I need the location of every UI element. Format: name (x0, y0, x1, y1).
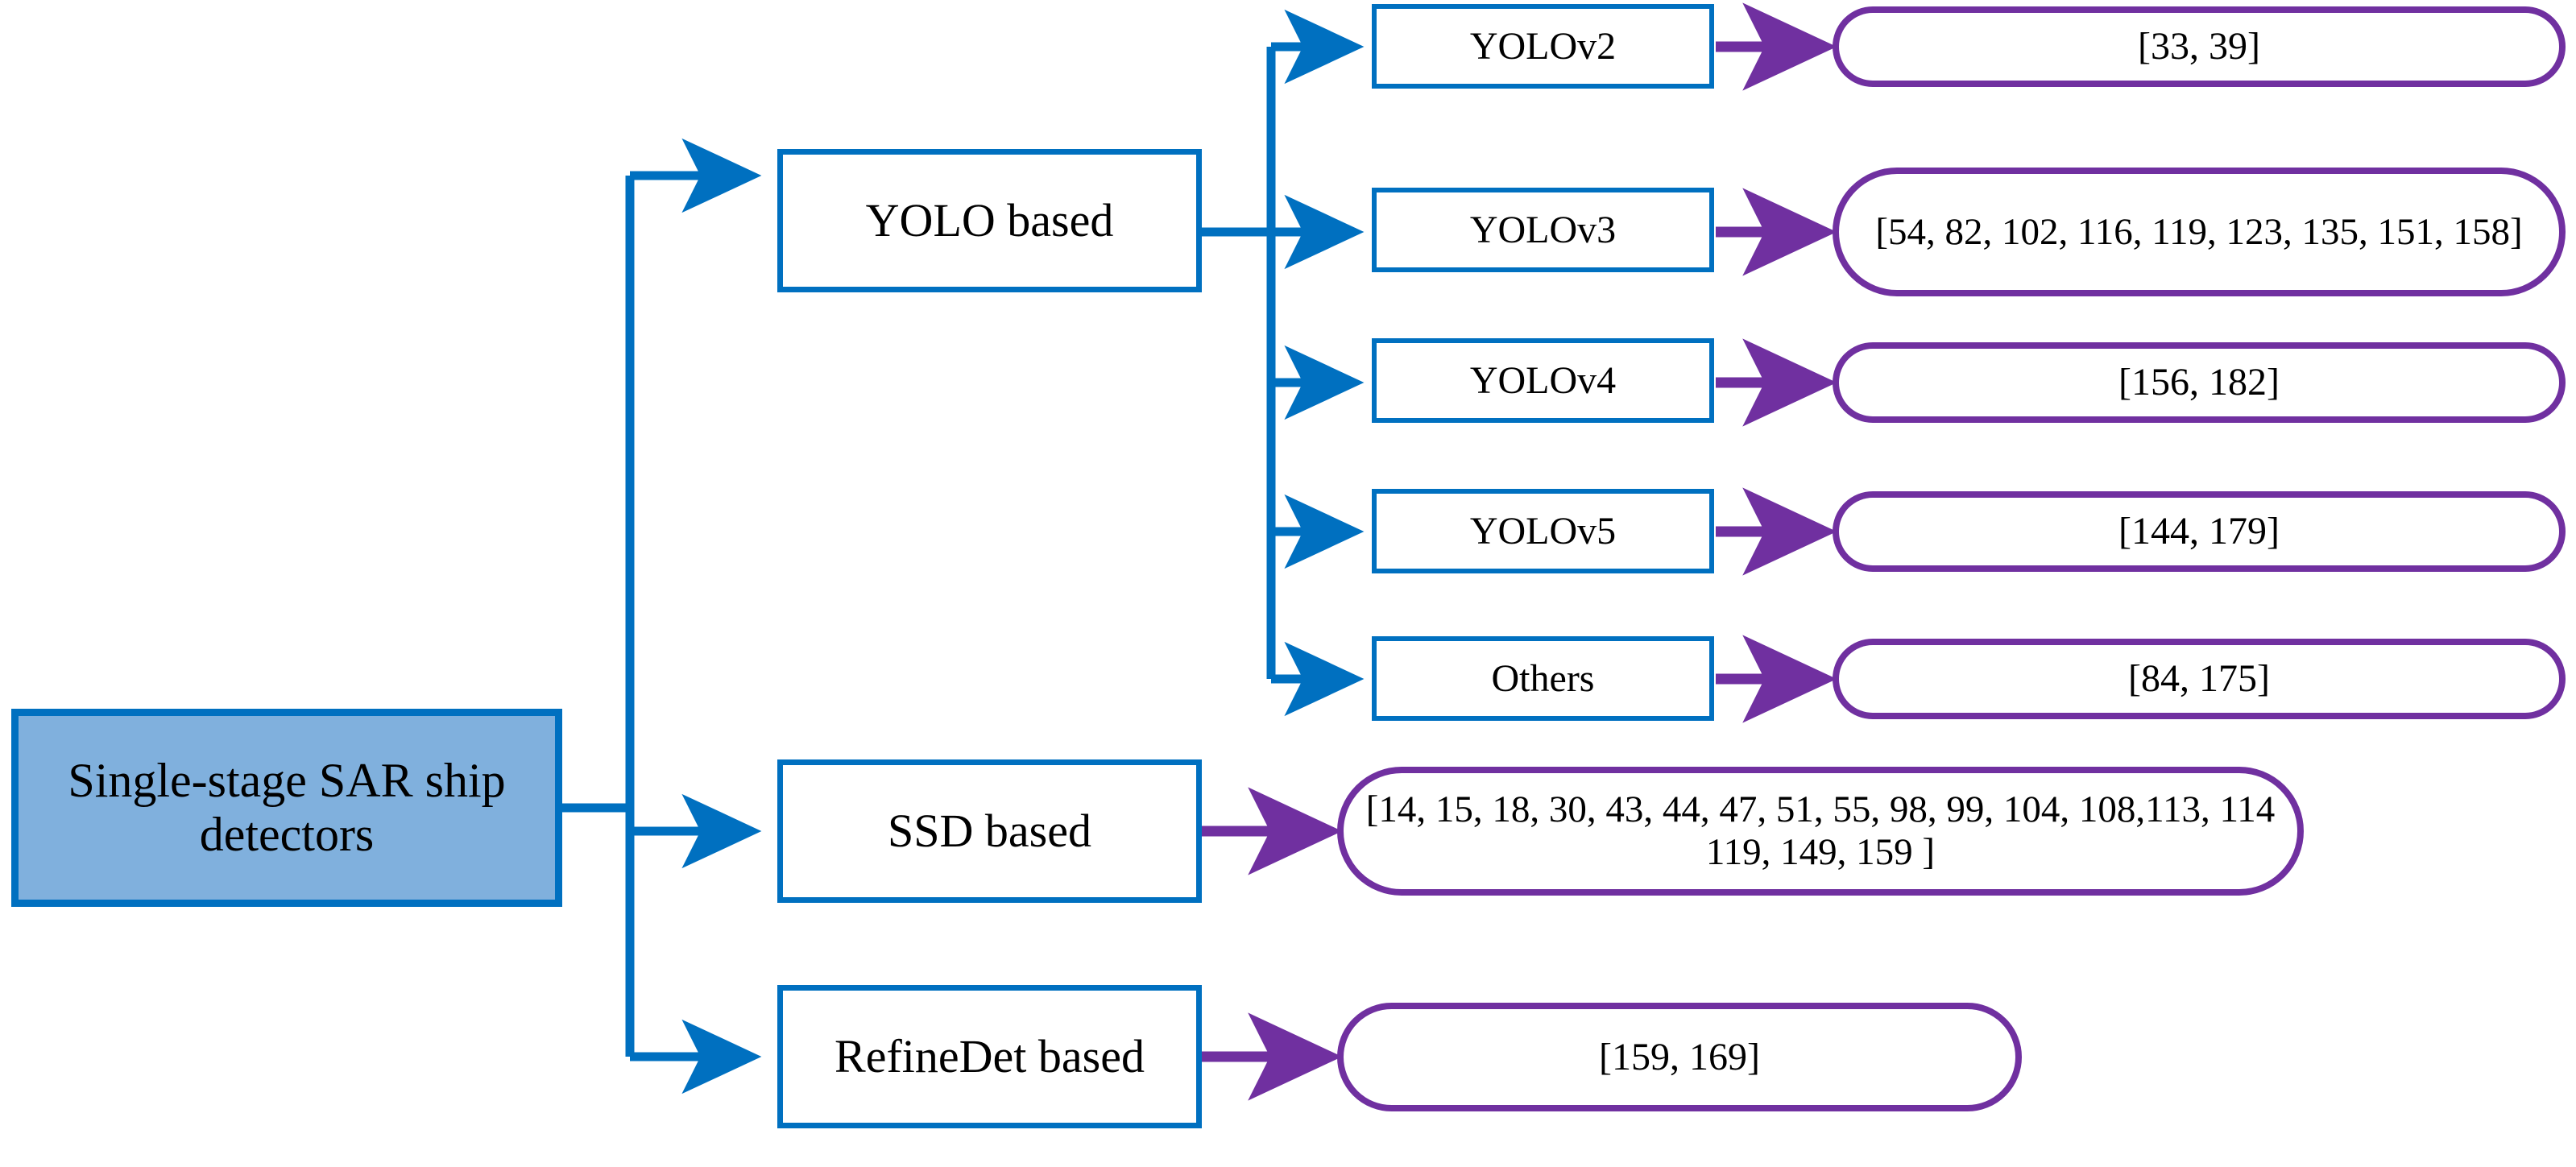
node-category-ssd[interactable]: SSD based (777, 759, 1202, 903)
node-references-refinedet[interactable]: [159, 169] (1337, 1003, 2022, 1111)
node-references-yolov3[interactable]: [54, 82, 102, 116, 119, 123, 135, 151, 1… (1833, 168, 2566, 296)
node-references-yolov2[interactable]: [33, 39] (1833, 6, 2566, 87)
node-subnode-yolov3[interactable]: YOLOv3 (1372, 188, 1714, 272)
node-category-yolo[interactable]: YOLO based (777, 149, 1202, 292)
node-references-others[interactable]: [84, 175] (1833, 639, 2566, 719)
node-category-refinedet[interactable]: RefineDet based (777, 985, 1202, 1128)
node-root[interactable]: Single-stage SAR ship detectors (11, 709, 562, 907)
node-subnode-yolov4[interactable]: YOLOv4 (1372, 338, 1714, 423)
node-references-yolov4[interactable]: [156, 182] (1833, 342, 2566, 423)
node-subnode-yolov2[interactable]: YOLOv2 (1372, 4, 1714, 89)
node-subnode-others[interactable]: Others (1372, 636, 1714, 721)
edge-subtrunk-to-variants (1271, 9, 1365, 717)
edge-root-trunk (562, 176, 635, 1057)
node-subnode-yolov5[interactable]: YOLOv5 (1372, 489, 1714, 573)
node-references-yolov5[interactable]: [144, 179] (1833, 491, 2566, 572)
edge-yolo-subtrunk (1182, 47, 1276, 679)
node-references-ssd[interactable]: [14, 15, 18, 30, 43, 44, 47, 51, 55, 98,… (1337, 767, 2304, 896)
